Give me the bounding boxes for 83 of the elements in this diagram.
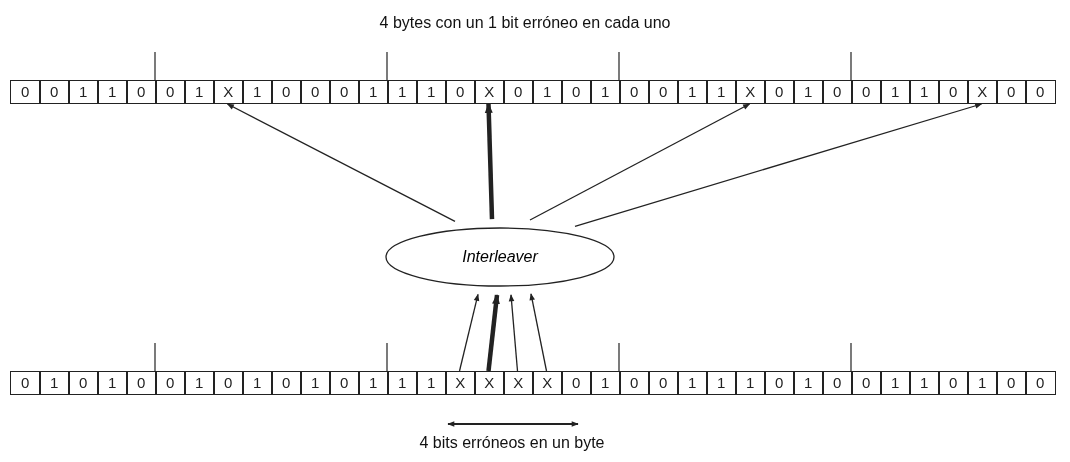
bit-cell: 0	[648, 371, 679, 395]
bit-cell: 0	[822, 80, 853, 104]
bit-cell: 1	[590, 80, 621, 104]
bit-cell: 0	[619, 80, 650, 104]
bit-cell: 0	[10, 80, 41, 104]
bit-cell: 0	[271, 80, 302, 104]
bit-cell: 1	[590, 371, 621, 395]
bit-cell: 0	[764, 80, 795, 104]
bit-cell: 1	[358, 80, 389, 104]
bit-cell: 0	[271, 371, 302, 395]
arrow	[484, 103, 495, 220]
bit-cell: 0	[39, 80, 70, 104]
arrow	[458, 293, 480, 372]
bit-cell: 1	[97, 80, 128, 104]
bit-cell: 1	[387, 371, 418, 395]
bit-cell: 1	[880, 371, 911, 395]
bit-cell: X	[503, 371, 534, 395]
arrow	[508, 294, 519, 372]
bit-cell: 0	[561, 80, 592, 104]
arrow	[486, 294, 500, 372]
bit-cell: 0	[1025, 371, 1056, 395]
bit-cell: 0	[851, 80, 882, 104]
bit-cell: 0	[938, 80, 969, 104]
bit-cell: 1	[735, 371, 766, 395]
bit-cell: 1	[242, 371, 273, 395]
bit-cell: 1	[909, 371, 940, 395]
process-ellipse: Interleaver	[385, 227, 615, 287]
title: 4 bytes con un 1 bit erróneo en cada uno	[379, 14, 671, 32]
bit-cell: 1	[532, 80, 563, 104]
bit-cell: X	[445, 371, 476, 395]
bit-cell: 1	[184, 80, 215, 104]
bit-cell: 0	[561, 371, 592, 395]
bit-cell: 0	[329, 80, 360, 104]
bit-cell: 0	[155, 371, 186, 395]
bit-cell: 0	[213, 371, 244, 395]
bit-cell: 1	[184, 371, 215, 395]
bit-cell: 1	[39, 371, 70, 395]
bit-cell: 0	[68, 371, 99, 395]
bit-cell: 1	[242, 80, 273, 104]
bit-cell: 0	[822, 371, 853, 395]
bit-cell: 1	[909, 80, 940, 104]
bit-cell: 0	[445, 80, 476, 104]
bit-cell: 0	[329, 371, 360, 395]
bit-cell: 1	[793, 371, 824, 395]
bit-cell: X	[474, 80, 505, 104]
bit-cell: 0	[126, 80, 157, 104]
arrow	[226, 103, 456, 223]
bit-cell: X	[474, 371, 505, 395]
bit-cell: X	[967, 80, 998, 104]
bit-cell: 0	[126, 371, 157, 395]
bit-cell: 0	[996, 80, 1027, 104]
bit-cell: 0	[155, 80, 186, 104]
bit-cell: 1	[68, 80, 99, 104]
bit-cell: 0	[851, 371, 882, 395]
bit-cell: 0	[996, 371, 1027, 395]
bit-cell: 0	[619, 371, 650, 395]
caption: 4 bits erróneos en un byte	[419, 434, 605, 452]
bit-cell: X	[532, 371, 563, 395]
arrow	[529, 103, 751, 221]
bit-cell: 1	[97, 371, 128, 395]
bit-cell: 0	[300, 80, 331, 104]
bit-cell: 1	[358, 371, 389, 395]
bit-cell: 1	[387, 80, 418, 104]
bit-cell: 1	[677, 371, 708, 395]
bit-cell: 1	[967, 371, 998, 395]
bit-cell: 0	[503, 80, 534, 104]
bit-cell: 1	[416, 80, 447, 104]
bit-cell: X	[213, 80, 244, 104]
bit-cell: 1	[300, 371, 331, 395]
bit-cell: 1	[416, 371, 447, 395]
bit-cell: 0	[938, 371, 969, 395]
bit-cell: 1	[677, 80, 708, 104]
bit-cell: X	[735, 80, 766, 104]
bit-cell: 1	[880, 80, 911, 104]
arrow	[574, 103, 983, 227]
bit-cell: 1	[793, 80, 824, 104]
bit-cell: 0	[10, 371, 41, 395]
arrow	[529, 293, 548, 372]
bit-cell: 1	[706, 80, 737, 104]
bit-cell: 0	[1025, 80, 1056, 104]
bit-cell: 0	[648, 80, 679, 104]
bit-cell: 1	[706, 371, 737, 395]
bit-cell: 0	[764, 371, 795, 395]
